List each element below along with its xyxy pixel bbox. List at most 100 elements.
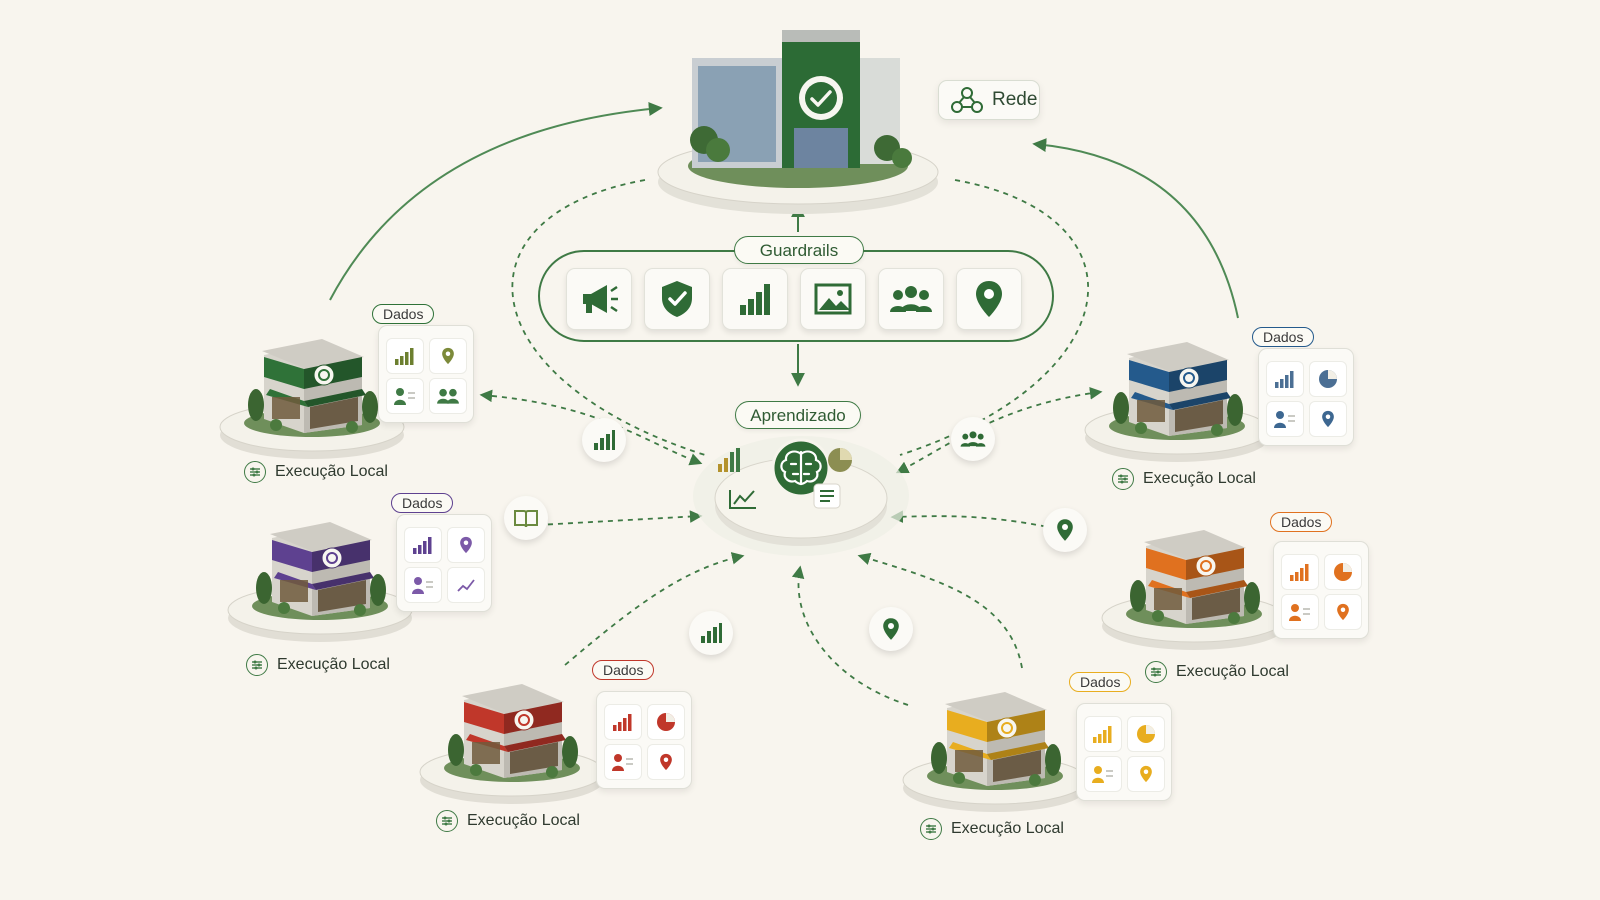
- dados-metric-tile: [1084, 716, 1122, 752]
- flow-bubble-yellow: [869, 607, 913, 651]
- arrow-left-to-hq: [329, 102, 663, 301]
- local-execution-label: Execução Local: [244, 461, 388, 483]
- flow-blue: [895, 387, 1103, 474]
- network-nodes-icon: [951, 87, 983, 113]
- bar-chart-icon: [613, 714, 632, 731]
- profile-icon: [394, 388, 415, 405]
- bar-chart-icon: [740, 284, 770, 315]
- dados-metric-tile: [447, 567, 485, 603]
- store-purple: [227, 522, 413, 642]
- location-pin-icon: [660, 753, 672, 771]
- learning-label: Aprendizado: [735, 401, 861, 429]
- dados-metric-tile: [604, 704, 642, 740]
- flow-yellow-b: [857, 552, 1023, 669]
- dados-metric-tile: [1309, 361, 1347, 397]
- learning-hub: [693, 436, 909, 556]
- flow-bubble-green: [582, 418, 626, 462]
- dados-metric-tile: [1309, 401, 1347, 437]
- flow-bubble-blue: [951, 417, 995, 461]
- dados-metric-tile: [1084, 756, 1122, 792]
- book-icon: [514, 510, 538, 528]
- guardrail-tile-chart: [722, 268, 788, 330]
- local-execution-text: Execução Local: [1176, 663, 1289, 680]
- sliders-icon: [246, 654, 268, 676]
- image-icon: [814, 283, 852, 315]
- location-pin-icon: [1057, 519, 1073, 541]
- store-orange: [1101, 530, 1287, 650]
- flow-purple: [537, 510, 703, 526]
- dados-card-orange: [1273, 541, 1369, 639]
- dados-metric-tile: [429, 378, 467, 414]
- dados-metric-tile: [386, 378, 424, 414]
- store-red: [419, 684, 605, 804]
- pie-chart-icon: [1137, 725, 1155, 743]
- arrow-right-to-hq: [1032, 138, 1239, 319]
- local-execution-label: Execução Local: [436, 810, 580, 832]
- dados-card-purple: [396, 514, 492, 612]
- trend-icon: [457, 579, 475, 592]
- sliders-icon: [244, 461, 266, 483]
- guardrail-tile-megaphone: [566, 268, 632, 330]
- dados-label: Dados: [391, 493, 454, 513]
- guardrail-tile-image: [800, 268, 866, 330]
- dados-metric-tile: [647, 744, 685, 780]
- store-green: [219, 339, 405, 459]
- location-pin-icon: [442, 347, 454, 365]
- hq-building: [657, 30, 939, 214]
- group-icon: [437, 388, 459, 404]
- dados-metric-tile: [1127, 756, 1165, 792]
- guardrail-tile-group: [878, 268, 944, 330]
- local-execution-label: Execução Local: [246, 654, 390, 676]
- location-pin-icon: [1337, 603, 1349, 621]
- group-icon: [960, 431, 986, 447]
- local-execution-text: Execução Local: [1143, 470, 1256, 487]
- dados-metric-tile: [1281, 594, 1319, 630]
- profile-icon: [612, 754, 633, 771]
- dados-label: Dados: [372, 304, 435, 324]
- bar-chart-icon: [413, 537, 432, 554]
- dados-card-green: [378, 325, 474, 423]
- bar-chart-icon: [594, 430, 615, 450]
- flow-bubble-purple: [504, 496, 548, 540]
- dados-metric-tile: [647, 704, 685, 740]
- flow-orange: [890, 510, 1086, 536]
- bar-chart-icon: [1275, 371, 1294, 388]
- bar-chart-icon: [701, 623, 722, 643]
- dados-metric-tile: [386, 338, 424, 374]
- guardrail-tile-shield: [644, 268, 710, 330]
- dados-metric-tile: [1324, 594, 1362, 630]
- network-label: Rede: [938, 80, 1040, 120]
- dados-metric-tile: [1266, 361, 1304, 397]
- dados-card-yellow: [1076, 703, 1172, 801]
- sliders-icon: [920, 818, 942, 840]
- dados-card-red: [596, 691, 692, 789]
- store-blue: [1084, 342, 1270, 462]
- bar-chart-icon: [1290, 564, 1309, 581]
- location-pin-icon: [1322, 410, 1334, 428]
- flow-red: [564, 552, 745, 666]
- flow-bubble-red: [689, 611, 733, 655]
- local-execution-label: Execução Local: [1112, 468, 1256, 490]
- local-execution-label: Execução Local: [1145, 661, 1289, 683]
- sliders-icon: [1112, 468, 1134, 490]
- dados-metric-tile: [1266, 401, 1304, 437]
- local-execution-text: Execução Local: [277, 656, 390, 673]
- line-chart-icon: [729, 490, 756, 509]
- brain-icon: [780, 450, 822, 486]
- dados-metric-tile: [404, 527, 442, 563]
- flow-yellow-a: [791, 565, 909, 706]
- dados-card-blue: [1258, 348, 1354, 446]
- location-pin-icon: [883, 618, 899, 640]
- flow-bubble-orange: [1043, 508, 1087, 552]
- bar-chart-icon: [395, 348, 414, 365]
- dados-metric-tile: [1324, 554, 1362, 590]
- group-icon: [890, 286, 932, 312]
- shield-check-icon: [662, 281, 692, 317]
- guardrails-label: Guardrails: [734, 236, 864, 264]
- pie-chart-icon: [657, 713, 675, 731]
- dados-label: Dados: [1069, 672, 1132, 692]
- network-label-text: Rede: [992, 89, 1038, 110]
- guardrail-tile-location: [956, 268, 1022, 330]
- dados-metric-tile: [404, 567, 442, 603]
